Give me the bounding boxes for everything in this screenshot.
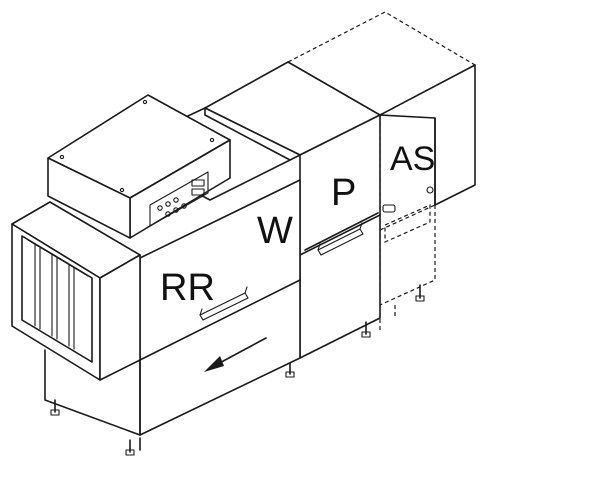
control-knob bbox=[157, 205, 163, 211]
p-module bbox=[204, 61, 381, 378]
label-as: AS bbox=[390, 140, 435, 178]
control-box bbox=[47, 94, 231, 239]
label-p: P bbox=[331, 172, 356, 214]
label-rr: RR bbox=[160, 267, 215, 309]
rr-module bbox=[11, 201, 141, 456]
control-panel bbox=[149, 171, 209, 227]
label-w: W bbox=[257, 210, 293, 252]
display-screen bbox=[191, 179, 205, 187]
arrow-left-down-icon bbox=[204, 337, 267, 372]
